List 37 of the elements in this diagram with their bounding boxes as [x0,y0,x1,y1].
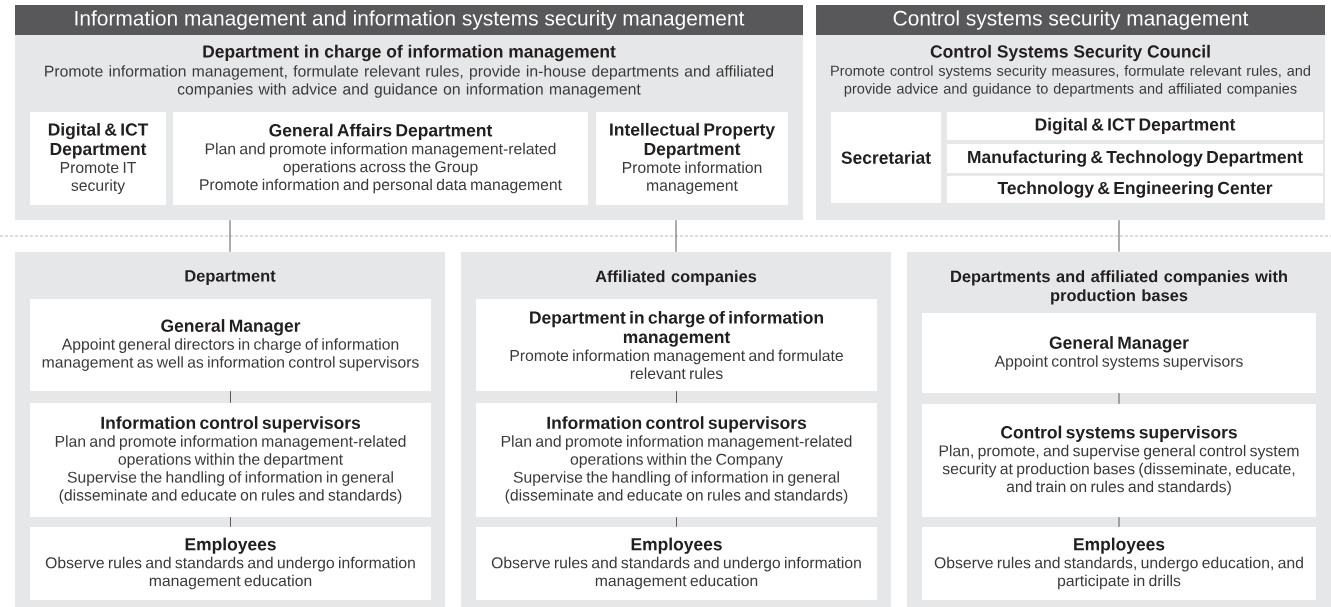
connector-line [675,219,677,253]
org-box: Digital & ICT Department Promote IT security [30,112,166,205]
org-box: Control systems supervisors Plan, promote, and supervise general control system security at production bases (disseminate, educate, and train on rules and standards) [922,404,1316,517]
connector-line [676,516,677,528]
org-box: Digital & ICT Department [947,112,1323,140]
connector-line [1118,392,1120,405]
org-box: Intellectual Property Department Promote information management [596,112,788,205]
org-box: Employees Observe rules and standards and undergo information management education [476,527,877,600]
node-label: Technology & Engineering Center [997,181,1273,198]
node-label: Manufacturing & Technology Department [968,150,1303,167]
org-box: Employees Observe rules and standards and undergo information management education [30,527,431,600]
org-box: General Manager Appoint control systems supervisors [922,313,1316,393]
connector-line [230,390,231,404]
org-box: General Manager Appoint general directors in charge of information management as well as information control supervisors [30,299,431,391]
connector-line [1118,219,1120,253]
org-box: Employees Observe rules and standards, undergo education, and participate in drills [922,527,1316,600]
org-box: General Affairs Department Plan and promote information management-related operations across the Group Promote information and personal data management [173,112,588,205]
org-box: Information control supervisors Plan and promote information management-related operations within the department Supervise the handling of information in general (disseminate and educate on rules and standards) [30,403,431,517]
description: Promote information management, formulate relevant rules, provide in-house departments and affiliated companies with advice and guidance on information management [45,65,774,98]
org-box: Manufacturing & Technology Department [947,144,1323,173]
connector-line [229,219,231,253]
node-label: Digital & ICT Department [1035,117,1236,135]
connector-line [230,516,231,528]
heading: Department in charge of information management [203,44,616,62]
description: Promote control systems security measures, formulate relevant rules, and provide advice and guidance to departments and affiliated companies [831,65,1310,97]
panel-title: Departments and affiliated companies with production bases [951,270,1287,305]
header-bar: Control systems security management [816,5,1325,35]
panel-title: Affiliated companies [595,270,757,286]
connector-line [676,390,677,404]
org-box: Department in charge of information management Promote information management and formulate relevant rules [476,299,877,391]
heading: Control Systems Security Council [930,44,1210,62]
org-box: Technology & Engineering Center [947,176,1323,203]
org-box: Secretariat [831,112,941,203]
panel-title: Department [185,270,276,285]
header-bar: Information management and information systems security management [15,5,803,35]
connector-line [1118,516,1120,528]
org-box: Information control supervisors Plan and promote information management-related operations within the Company Supervise the handling of information in general (disseminate and educate on rules and standards) [476,403,877,517]
